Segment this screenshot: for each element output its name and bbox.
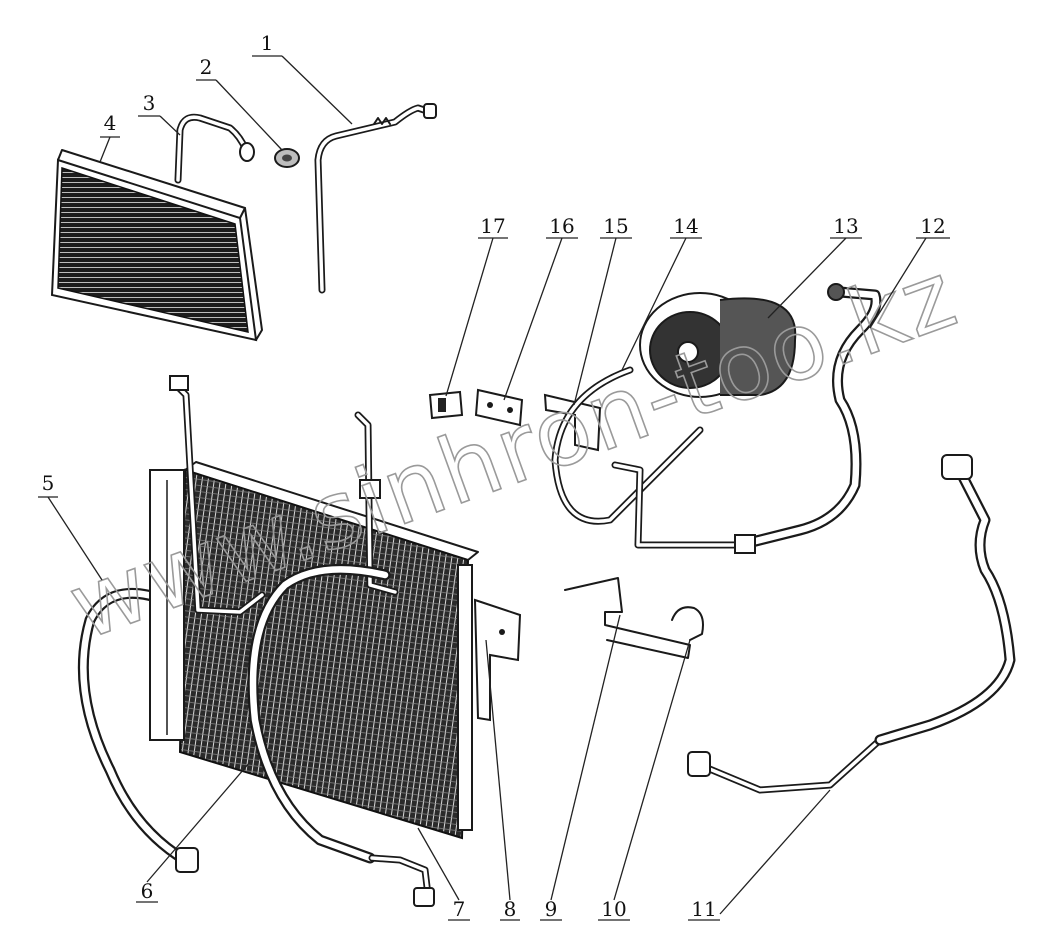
callout-4: 4 bbox=[104, 111, 117, 135]
part-11-hose bbox=[687, 454, 1016, 794]
callout-2: 2 bbox=[200, 55, 213, 79]
part-13-compressor bbox=[639, 292, 797, 398]
part-9-bracket bbox=[564, 577, 691, 659]
part-14-line bbox=[551, 366, 744, 549]
callout-17: 17 bbox=[480, 214, 505, 238]
part-17-plate bbox=[428, 390, 464, 420]
callout-labels: 1 2 3 4 5 6 7 8 9 10 bbox=[38, 31, 950, 921]
part-12-hose bbox=[734, 283, 882, 554]
part-3-evaporator-tube bbox=[174, 113, 255, 184]
part-8-bracket bbox=[473, 598, 522, 722]
part-2-grommet bbox=[274, 148, 300, 168]
callout-8: 8 bbox=[504, 897, 517, 921]
part-1-hose bbox=[314, 103, 437, 294]
callout-15: 15 bbox=[603, 214, 628, 238]
callout-16: 16 bbox=[549, 214, 574, 238]
part-7-hose bbox=[247, 563, 435, 907]
part-6-condenser bbox=[149, 375, 479, 840]
part-16-plate bbox=[474, 388, 524, 427]
callout-7: 7 bbox=[453, 897, 466, 921]
callout-10: 10 bbox=[601, 897, 626, 921]
callout-9: 9 bbox=[545, 897, 558, 921]
callout-1: 1 bbox=[261, 31, 274, 55]
callout-14: 14 bbox=[673, 214, 698, 238]
part-10-clip bbox=[671, 606, 704, 641]
part-15-bracket bbox=[543, 393, 602, 452]
callout-11: 11 bbox=[691, 897, 716, 921]
callout-13: 13 bbox=[833, 214, 858, 238]
part-5-hose bbox=[77, 587, 199, 873]
part-4-evaporator bbox=[50, 149, 263, 342]
callout-5: 5 bbox=[42, 471, 55, 495]
callout-6: 6 bbox=[141, 879, 154, 903]
callout-12: 12 bbox=[920, 214, 945, 238]
callout-3: 3 bbox=[143, 91, 156, 115]
